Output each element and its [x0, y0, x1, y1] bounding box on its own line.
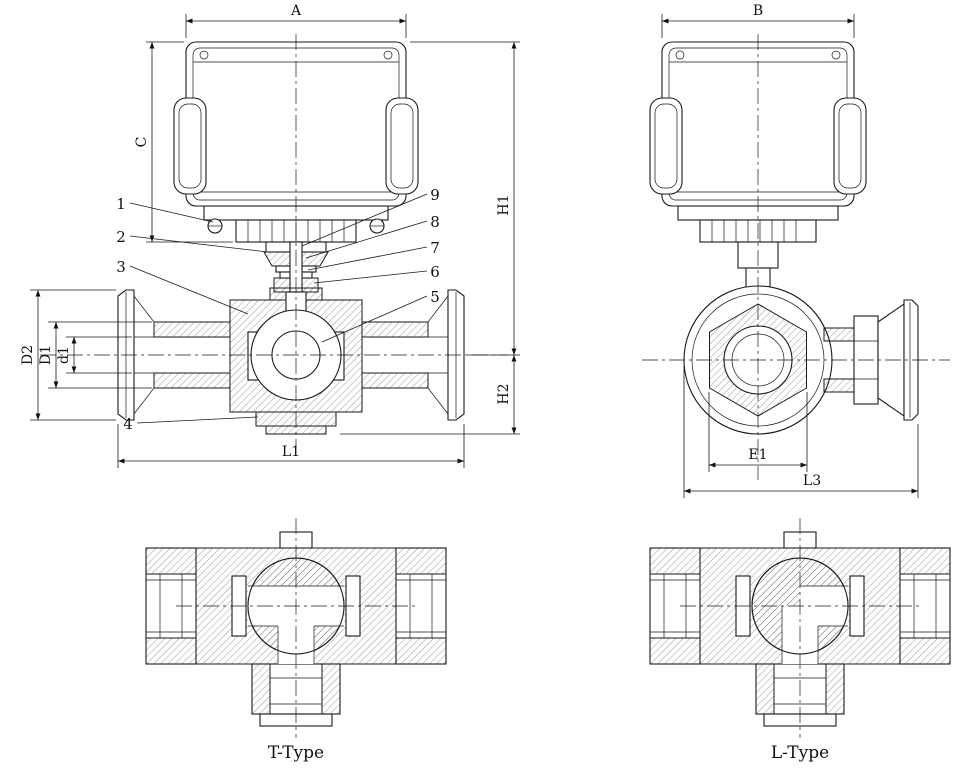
- caption-l-type: L-Type: [771, 743, 829, 763]
- dim-label-h2: H2: [496, 383, 512, 404]
- side-valve-body: [683, 285, 919, 435]
- front-valve-body: [117, 287, 465, 435]
- dim-label-b: B: [753, 3, 763, 19]
- l-type-section: [649, 518, 951, 738]
- callout-6: 6: [430, 263, 440, 281]
- callout-2: 2: [116, 228, 126, 246]
- callout-5: 5: [430, 288, 440, 306]
- front-callouts: 1 2 3 4 9 8 7 6 5: [116, 186, 440, 433]
- dim-label-d1-small: d1: [56, 346, 72, 364]
- dim-label-a: A: [290, 3, 302, 19]
- dim-label-c: C: [134, 137, 150, 148]
- dimension-e1: E1: [708, 392, 808, 472]
- t-type-section: [145, 518, 447, 738]
- dimension-h1: H1: [410, 41, 520, 356]
- dimension-l3: L3: [683, 366, 919, 498]
- front-view: A C D2 D1 d1 H1: [20, 3, 520, 468]
- dimension-c: C: [134, 41, 233, 243]
- callout-1: 1: [116, 195, 126, 213]
- side-view: B E1 L3: [642, 3, 950, 498]
- callout-3: 3: [116, 258, 126, 276]
- dim-label-d2: D2: [20, 345, 36, 365]
- dimension-a: A: [185, 3, 407, 38]
- dim-label-e1: E1: [748, 447, 767, 463]
- callout-7: 7: [430, 239, 440, 257]
- dimension-h2: H2: [340, 355, 520, 435]
- callout-4: 4: [123, 415, 133, 433]
- dim-label-h1: H1: [496, 194, 512, 215]
- dim-label-d1: D1: [38, 345, 54, 365]
- dimension-l1: L1: [117, 424, 465, 468]
- dimension-b: B: [661, 3, 855, 38]
- dim-label-l3: L3: [803, 473, 821, 489]
- callout-9: 9: [430, 186, 440, 204]
- caption-t-type: T-Type: [268, 743, 324, 763]
- dim-label-l1: L1: [282, 444, 300, 460]
- dimension-d1-small: d1: [56, 336, 132, 374]
- dimension-d2: D2: [20, 289, 116, 421]
- callout-8: 8: [430, 213, 440, 231]
- dimension-d1: D1: [38, 321, 152, 389]
